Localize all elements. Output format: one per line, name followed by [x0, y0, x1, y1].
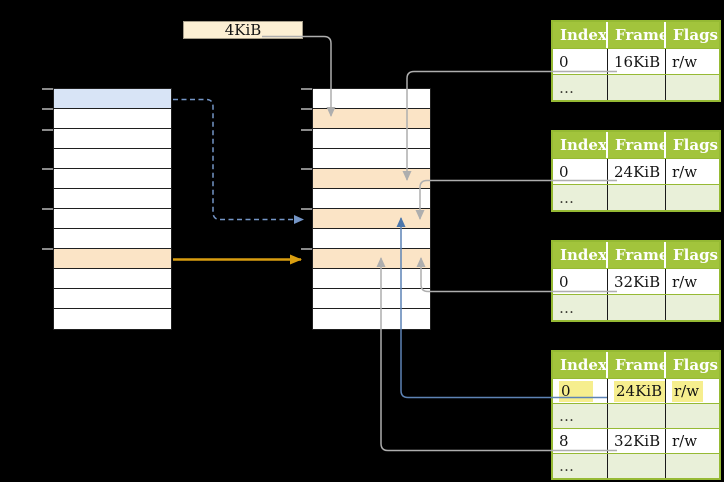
subtable-ellipsis-row: …	[553, 453, 719, 478]
address-tick	[42, 88, 53, 90]
address-tick	[301, 88, 312, 90]
subtable-ellipsis-row: …	[553, 403, 719, 428]
header-flags: Flags	[673, 246, 718, 264]
header-flags: Flags	[673, 356, 718, 374]
table-row	[54, 149, 171, 169]
middle-table	[312, 88, 431, 330]
subtable-row: 0 16KiB r/w	[553, 48, 719, 74]
subtable-row: 0 24KiB r/w	[553, 158, 719, 184]
subtable-3: Index Frame Flags 0 32KiB r/w …	[551, 240, 721, 322]
table-row	[54, 269, 171, 289]
table-row	[313, 309, 430, 329]
subtable-1: Index Frame Flags 0 16KiB r/w …	[551, 20, 721, 102]
subtable-row: 0 32KiB r/w	[553, 268, 719, 294]
header-frame: Frame	[608, 352, 666, 378]
subtable-ellipsis-row: …	[553, 184, 719, 210]
table-row	[313, 229, 430, 249]
table-row	[54, 309, 171, 329]
header-index: Index	[553, 352, 608, 378]
address-tick	[42, 129, 53, 131]
subtable-ellipsis-row: …	[553, 74, 719, 100]
highlighted-value: 24KiB	[614, 380, 665, 402]
address-tick	[301, 208, 312, 210]
page-size-label: 4KiB	[183, 21, 303, 39]
header-index: Index	[553, 132, 608, 158]
subtable-2: Index Frame Flags 0 24KiB r/w …	[551, 130, 721, 212]
address-tick	[301, 108, 312, 110]
subtable-row: 8 32KiB r/w	[553, 428, 719, 453]
middle-table-row-orange	[313, 169, 430, 189]
table-row	[313, 149, 430, 169]
arrow-dashed-left-blue-to-middle-row7	[173, 98, 304, 224]
header-frame: Frame	[608, 242, 666, 268]
subtable-4: Index Frame Flags 0 24KiB r/w … 8 32KiB …	[551, 350, 721, 480]
table-row	[54, 229, 171, 249]
table-row	[54, 169, 171, 189]
header-index: Index	[553, 242, 608, 268]
table-row	[313, 129, 430, 149]
subtable-header: Index Frame Flags	[553, 242, 719, 268]
table-row	[54, 109, 171, 129]
header-index: Index	[553, 22, 608, 48]
address-tick	[301, 129, 312, 131]
address-tick	[42, 248, 53, 250]
highlighted-value: r/w	[672, 380, 704, 402]
address-tick	[42, 108, 53, 110]
header-flags: Flags	[673, 136, 718, 154]
table-row	[313, 89, 430, 109]
table-row	[54, 289, 171, 309]
address-tick	[42, 208, 53, 210]
subtable-row-highlighted: 0 24KiB r/w	[553, 378, 719, 403]
address-tick	[42, 168, 53, 170]
subtable-ellipsis-row: …	[553, 294, 719, 320]
table-row	[54, 189, 171, 209]
header-flags: Flags	[673, 26, 718, 44]
subtable-header: Index Frame Flags	[553, 132, 719, 158]
left-table	[53, 88, 172, 330]
header-frame: Frame	[608, 132, 666, 158]
table-row	[313, 289, 430, 309]
table-row	[313, 269, 430, 289]
table-row	[54, 129, 171, 149]
middle-table-row-orange	[313, 249, 430, 269]
header-frame: Frame	[608, 22, 666, 48]
table-row	[54, 209, 171, 229]
left-table-row-orange	[54, 249, 171, 269]
subtable-header: Index Frame Flags	[553, 352, 719, 378]
middle-table-row-orange	[313, 209, 430, 229]
left-table-row-blue	[54, 89, 171, 109]
address-tick	[301, 248, 312, 250]
highlighted-value: 0	[559, 380, 593, 402]
middle-table-row-orange	[313, 109, 430, 129]
address-tick	[301, 168, 312, 170]
subtable-header: Index Frame Flags	[553, 22, 719, 48]
table-row	[313, 189, 430, 209]
